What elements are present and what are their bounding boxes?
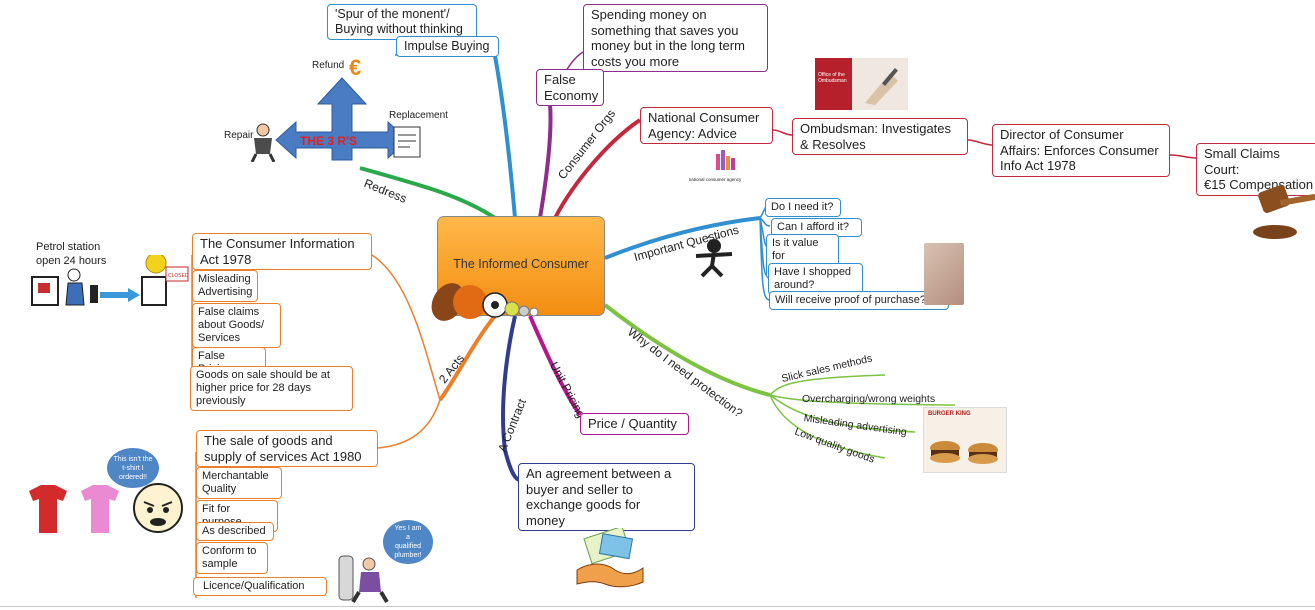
confused-figure-icon xyxy=(695,236,733,278)
protection-overcharging: Overcharging/wrong weights xyxy=(802,393,936,405)
connector-orgs-3 xyxy=(1169,154,1197,159)
connector-act1 xyxy=(371,254,441,401)
connector-orgs-2 xyxy=(967,139,993,146)
gavel-icon xyxy=(1253,185,1315,239)
org-director-consumer-affairs[interactable]: Director of Consumer Affairs: Enforces C… xyxy=(992,124,1170,177)
branch-line-redress xyxy=(359,166,497,220)
act2-merchantable-quality[interactable]: Merchantable Quality xyxy=(196,467,282,499)
tshirt-complaint-bubble: This isn't the t-shirt I ordered!! xyxy=(107,448,159,488)
angry-face-icon xyxy=(133,483,183,533)
central-topic[interactable]: The Informed Consumer xyxy=(431,216,605,321)
repair-worker-icon xyxy=(250,123,276,162)
consumer-information-act-node[interactable]: The Consumer Information Act 1978 xyxy=(192,233,372,270)
closed-sign-text: CLOSED xyxy=(168,273,189,279)
people-figures-icon xyxy=(716,150,735,170)
question-proof[interactable]: Will receive proof of purchase? xyxy=(769,291,949,310)
three-rs-label: THE 3 R'S xyxy=(300,134,357,148)
consumer-agency-logo: national consumer agency xyxy=(685,148,745,194)
false-economy-detail[interactable]: Spending money on something that saves y… xyxy=(583,4,768,72)
impulse-buying-node[interactable]: Impulse Buying xyxy=(396,36,499,57)
false-economy-node[interactable]: False Economy xyxy=(536,69,604,106)
connector-act2 xyxy=(377,399,441,449)
branch-line-unit-pricing xyxy=(528,315,582,417)
hand-writing-icon xyxy=(865,68,898,105)
ombudsman-sign-text: Office of the Ombudsman xyxy=(818,72,847,84)
branch-line-protection xyxy=(603,303,771,397)
org-small-claims-court[interactable]: Small Claims Court: €15 Compensation xyxy=(1196,143,1315,196)
three-rs-arrow xyxy=(275,77,409,161)
petrol-station-icon: CLOSED xyxy=(31,255,189,306)
question-afford[interactable]: Can I afford it? xyxy=(771,218,862,237)
branch-line-acts xyxy=(438,314,497,402)
branch-line-questions xyxy=(604,216,761,260)
org-ombudsman[interactable]: Ombudsman: Investigates & Resolves xyxy=(792,118,968,155)
plumber-icon xyxy=(338,555,389,604)
contract-definition-node[interactable]: An agreement between a buyer and seller … xyxy=(518,463,695,531)
handshake-contract-icon xyxy=(576,528,644,588)
burger-king-ad-image: BURGER KING xyxy=(923,407,1007,473)
replacement-label: Replacement xyxy=(389,110,448,121)
page-bottom-border xyxy=(0,606,1315,607)
question-need[interactable]: Do I need it? xyxy=(765,198,841,217)
petrol-station-caption: Petrol station open 24 hours xyxy=(36,241,107,267)
act2-conform-to-sample[interactable]: Conform to sample xyxy=(196,542,268,574)
replacement-icon xyxy=(393,126,421,158)
act2-as-described[interactable]: As described xyxy=(196,522,274,541)
sale-of-goods-act-node[interactable]: The sale of goods and supply of services… xyxy=(196,430,378,467)
tshirts-icon xyxy=(29,485,119,533)
branch-line-impulse xyxy=(490,39,517,219)
question-shopped[interactable]: Have I shopped around? xyxy=(768,263,863,295)
branch-line-false-economy xyxy=(538,103,553,219)
act1-false-claims[interactable]: False claims about Goods/ Services xyxy=(192,303,281,348)
branch-line-consumer-orgs xyxy=(553,118,642,219)
act1-misleading-advertising[interactable]: Misleading Advertising xyxy=(192,270,258,302)
burger-brand-text: BURGER KING xyxy=(928,411,971,417)
plumber-bubble: Yes I am a qualified plumber! xyxy=(383,520,433,564)
burgers-icon xyxy=(930,441,998,464)
ombudsman-office-image: Office of the Ombudsman xyxy=(815,58,908,110)
branch-line-contract xyxy=(501,315,521,482)
connector-protection xyxy=(769,374,956,459)
act1-goods-on-sale[interactable]: Goods on sale should be at higher price … xyxy=(190,366,353,411)
connector-orgs-1 xyxy=(772,129,793,136)
hands-counting-image xyxy=(924,243,964,305)
org-national-consumer-agency[interactable]: National Consumer Agency: Advice xyxy=(640,107,773,144)
agency-logo-text: national consumer agency xyxy=(688,177,742,182)
sports-balls-icon xyxy=(431,283,539,321)
connector-questions xyxy=(759,205,771,301)
price-quantity-node[interactable]: Price / Quantity xyxy=(580,413,689,435)
repair-label: Repair xyxy=(224,130,254,141)
act2-licence-qualification[interactable]: Licence/Qualification xyxy=(193,577,327,596)
impulse-detail[interactable]: 'Spur of the monent'/ Buying without thi… xyxy=(327,4,477,40)
euro-refund-icon: € xyxy=(349,55,362,80)
refund-label: Refund xyxy=(312,60,345,71)
